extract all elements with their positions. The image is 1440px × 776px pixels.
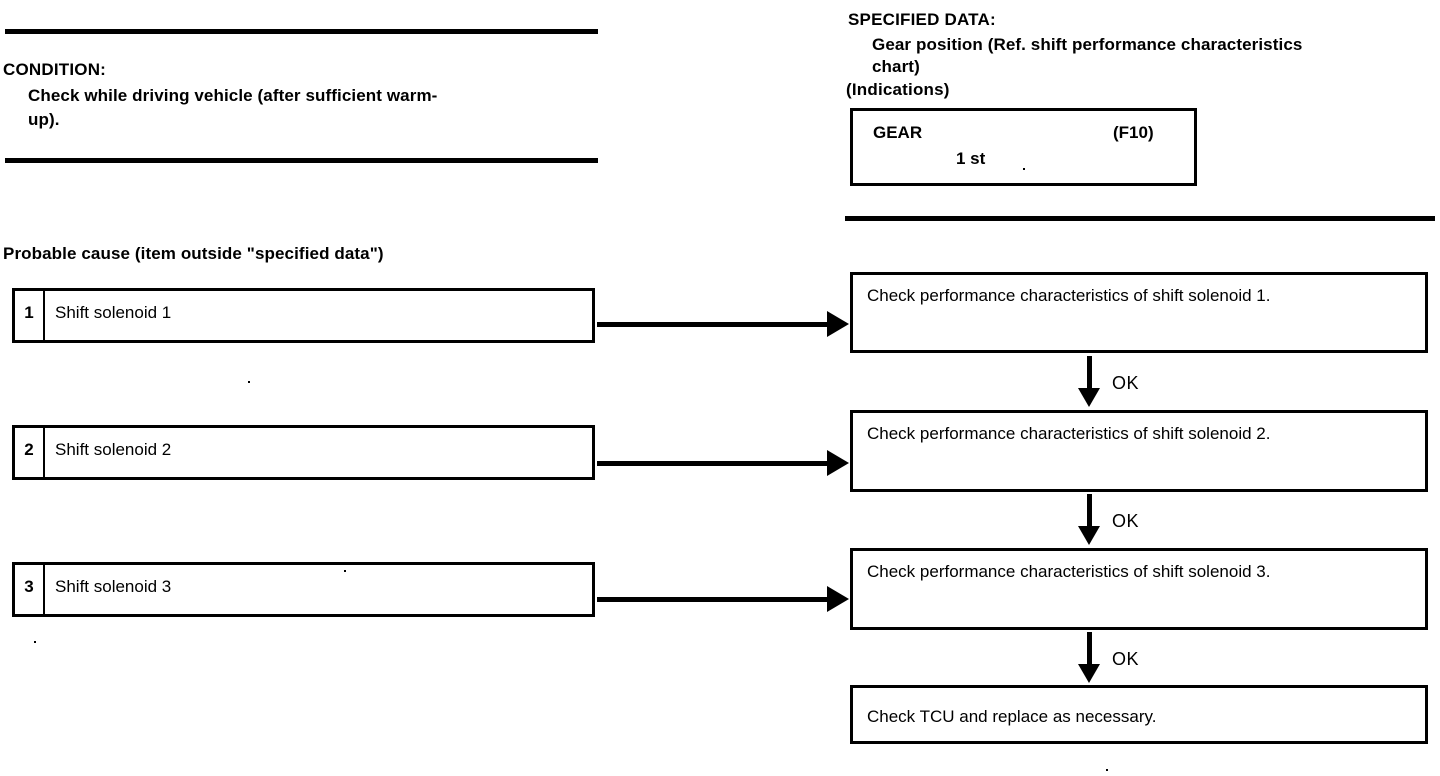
- gear-indication-panel: GEAR (F10) 1 st: [850, 108, 1197, 186]
- gear-panel-code: (F10): [1113, 123, 1154, 142]
- indications-label: (Indications): [846, 80, 950, 99]
- check-step-text-4: Check TCU and replace as necessary.: [867, 707, 1157, 726]
- right-divider-rule: [845, 216, 1435, 221]
- probable-cause-heading: Probable cause (item outside "specified …: [3, 244, 384, 263]
- scan-speck: [1023, 168, 1025, 170]
- check-step-text-1: Check performance characteristics of shi…: [867, 286, 1271, 305]
- left-top-rule: [5, 29, 598, 34]
- scan-speck: [34, 641, 36, 643]
- ok-label-2: OK: [1112, 511, 1140, 531]
- specified-data-body-line-1: Gear position (Ref. shift performance ch…: [872, 35, 1303, 54]
- ok-label-3: OK: [1112, 649, 1140, 669]
- cause-box-1[interactable]: 1 Shift solenoid 1: [12, 288, 595, 343]
- cause-box-3[interactable]: 3 Shift solenoid 3: [12, 562, 595, 617]
- cause-number-1: 1: [15, 291, 45, 340]
- condition-title: CONDITION:: [3, 60, 107, 79]
- check-step-box-3[interactable]: Check performance characteristics of shi…: [850, 548, 1428, 630]
- scan-speck: [344, 570, 346, 572]
- cause-label-3: Shift solenoid 3: [55, 577, 172, 596]
- check-step-box-2[interactable]: Check performance characteristics of shi…: [850, 410, 1428, 492]
- gear-panel-label: GEAR: [873, 123, 923, 142]
- gear-panel-value: 1 st: [956, 149, 986, 168]
- left-bottom-rule: [5, 158, 598, 163]
- cause-number-2: 2: [15, 428, 45, 477]
- check-step-box-1[interactable]: Check performance characteristics of shi…: [850, 272, 1428, 353]
- check-step-text-3: Check performance characteristics of shi…: [867, 562, 1271, 581]
- cause-label-1: Shift solenoid 1: [55, 303, 172, 322]
- specified-data-title: SPECIFIED DATA:: [848, 10, 996, 29]
- cause-number-3: 3: [15, 565, 45, 614]
- check-step-box-4[interactable]: Check TCU and replace as necessary.: [850, 685, 1428, 744]
- condition-body-line-1: Check while driving vehicle (after suffi…: [28, 86, 438, 105]
- condition-body-line-2: up).: [28, 110, 60, 129]
- cause-label-2: Shift solenoid 2: [55, 440, 172, 459]
- scan-speck: [1106, 769, 1108, 771]
- scan-speck: [248, 381, 250, 383]
- cause-box-2[interactable]: 2 Shift solenoid 2: [12, 425, 595, 480]
- ok-label-1: OK: [1112, 373, 1140, 393]
- specified-data-body-line-2: chart): [872, 57, 920, 76]
- check-step-text-2: Check performance characteristics of shi…: [867, 424, 1271, 443]
